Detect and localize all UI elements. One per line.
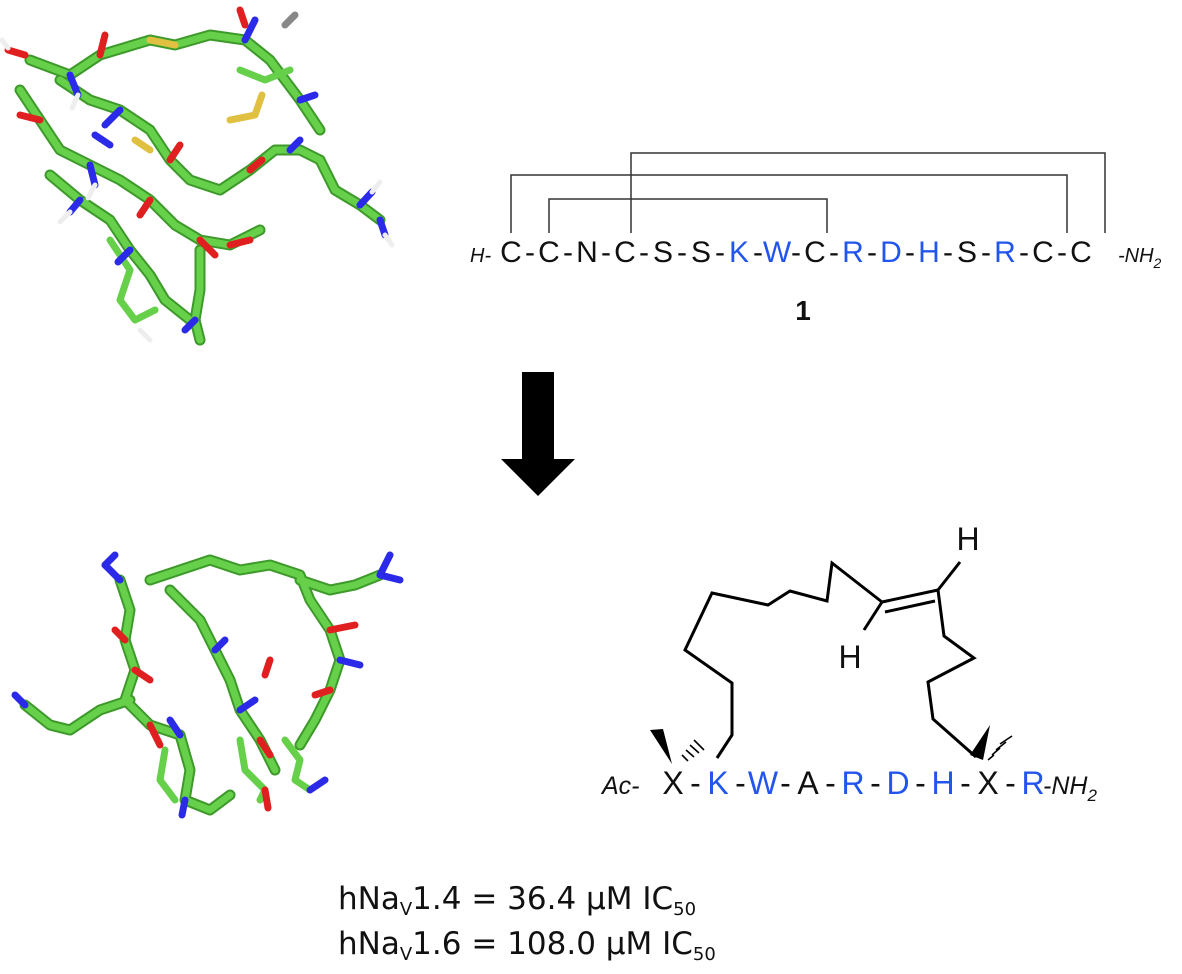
bottom-residue-7: H [931,765,954,801]
top-peptide-bond: - [753,236,763,269]
top-residue-11: D [880,236,902,269]
top-residue-3: N [576,236,598,269]
bottom-peptide-bond: - [735,765,746,801]
alkene-hydrogen-top: H [956,521,979,557]
bottom-peptide-bond: - [915,765,926,801]
top-residue-5: S [653,236,673,269]
top-residue-4: C [614,236,636,269]
top-peptide-bond: - [677,236,687,269]
activity-line-nav14: hNaV1.4 = 36.4 μM IC50 [338,884,696,919]
ic50-subscript: 50 [692,944,716,965]
bottom-sequence: Ac- X-K-W-A-R-D-H-X-R -NH2 [600,765,1097,805]
bottom-residue-8: X [977,765,998,801]
top-peptide-bond: - [981,236,991,269]
top-n-terminus: H- [470,245,491,267]
target-version: 1.6 [412,926,462,962]
top-residue-6: S [691,236,711,269]
bottom-residue-6: D [886,765,909,801]
top-peptide-bond: - [525,236,535,269]
top-peptide-bond: - [639,236,649,269]
bottom-residue-9: R [1021,765,1044,801]
compound-number: 1 [795,295,811,326]
top-residue-14: R [994,236,1016,269]
top-sequence: H- C-C-N-C-S-S-K-W-C-R-D-H-S-R-C-C -NH2 … [470,236,1162,326]
bottom-peptide-bond: - [825,765,836,801]
bottom-peptide-bond: - [690,765,701,801]
bottom-residue-list: X-K-W-A-R-D-H-X-R [662,765,1044,801]
top-residue-12: H [918,236,940,269]
top-peptide-bond: - [1019,236,1029,269]
bottom-peptide-bond: - [870,765,881,801]
top-residue-7: K [729,236,749,269]
top-peptide-bond: - [1057,236,1067,269]
alkene-hydrogen-bottom: H [838,639,861,675]
target-version: 1.4 [412,881,462,917]
target-name: hNa [338,881,400,917]
down-arrow-icon [501,372,575,496]
bottom-peptide-bond: - [1005,765,1016,801]
top-peptide-bond: - [829,236,839,269]
target-subscript: V [399,944,413,965]
top-residue-16: C [1070,236,1092,269]
native-peptide-3d-structure [0,6,395,346]
top-peptide-bond: - [905,236,915,269]
top-residue-1: C [500,236,522,269]
bottom-residue-1: X [662,765,683,801]
bottom-peptide-bond: - [780,765,791,801]
top-peptide-bond: - [715,236,725,269]
top-residue-2: C [538,236,560,269]
hydrocarbon-staple [683,560,977,759]
stereo-wedges [650,725,1013,764]
ic50-subscript: 50 [673,899,697,920]
stapled-peptide-3d-structure [11,551,404,819]
top-peptide-bond: - [601,236,611,269]
ic50-value: = 108.0 μM IC [471,926,693,962]
top-peptide-bond: - [943,236,953,269]
bottom-residue-4: A [797,765,819,801]
target-name: hNa [338,926,400,962]
ic50-value: = 36.4 μM IC [471,881,674,917]
top-peptide-bond: - [867,236,877,269]
top-peptide-bond: - [791,236,801,269]
target-subscript: V [399,899,413,920]
bottom-c-terminus: -NH2 [1043,772,1097,805]
top-c-terminus: -NH2 [1118,245,1162,271]
top-peptide-bond: - [563,236,573,269]
bottom-residue-5: R [841,765,864,801]
top-residue-9: C [804,236,826,269]
top-residue-list: C-C-N-C-S-S-K-W-C-R-D-H-S-R-C-C [500,236,1092,269]
bottom-peptide-bond: - [960,765,971,801]
top-residue-13: S [957,236,977,269]
activity-line-nav16: hNaV1.6 = 108.0 μM IC50 [338,929,716,964]
top-residue-8: W [763,236,792,269]
top-residue-10: R [842,236,864,269]
bottom-residue-2: K [707,765,728,801]
top-residue-15: C [1032,236,1054,269]
bottom-residue-3: W [748,765,779,801]
disulfide-connectivity-lines [510,152,1106,233]
bottom-n-terminus: Ac- [600,772,640,800]
